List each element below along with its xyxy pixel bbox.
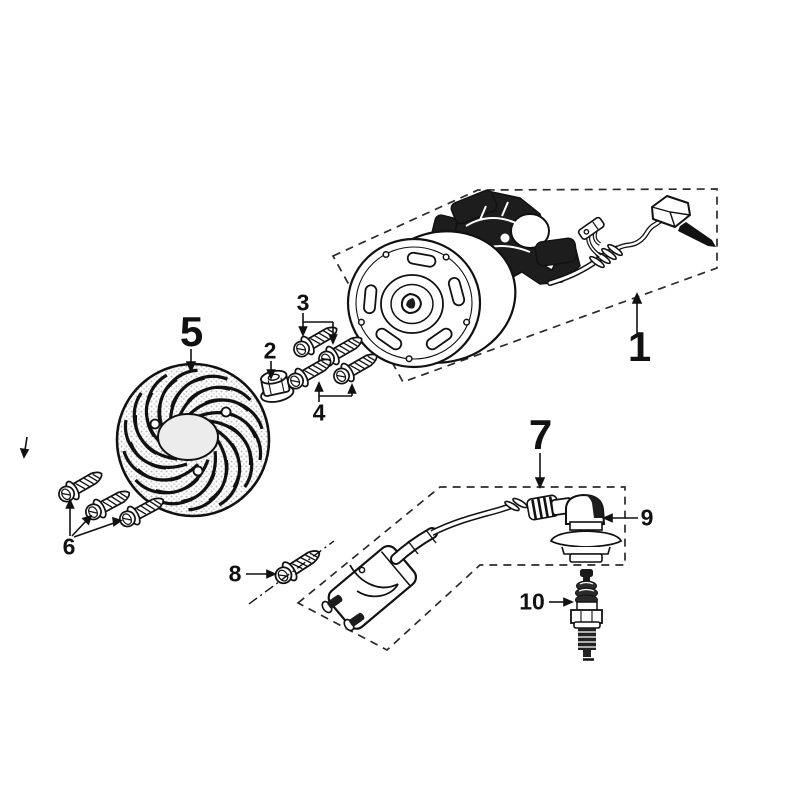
callout-7: 7 [528,411,552,458]
wiring-harness [547,195,716,286]
cooling-fan [115,362,271,518]
fan-hub [157,413,219,461]
dashed-box-assembly-1 [331,188,718,384]
harness-bolt [678,222,716,247]
callout-8: 8 [228,560,242,587]
callout-5: 5 [179,308,203,355]
callout-6: 6 [62,533,76,560]
dashed-box-assembly-7 [296,486,626,652]
spark-plug [570,569,603,661]
callout-3: 3 [296,289,310,316]
callout-10: 10 [519,588,545,615]
source-coil-cylinder [510,213,550,249]
coil-axis-line [248,540,335,605]
callout-4: 4 [312,399,326,426]
callout-1: 1 [627,323,651,370]
wire-terminal [577,216,605,240]
callout-leaders [19,292,643,607]
flywheel-rotor [346,230,517,369]
callout-9: 9 [640,504,654,531]
callout-2: 2 [263,337,277,364]
ht-cable [390,497,528,565]
ignition-coil [248,493,623,634]
screw-item8 [270,542,326,590]
spark-plug-cap [549,493,623,563]
